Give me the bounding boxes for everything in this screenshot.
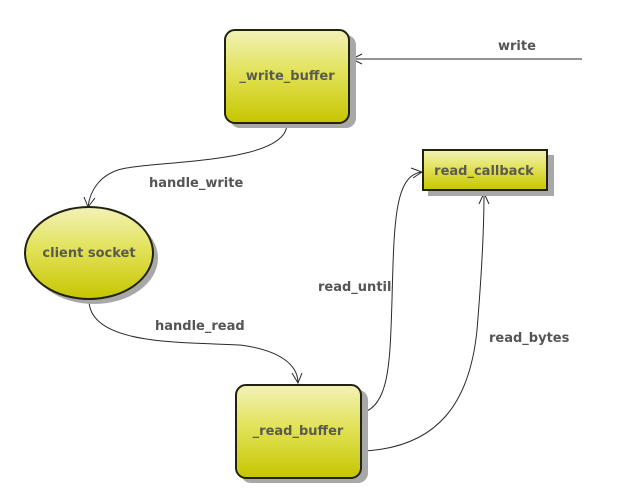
node-client-socket[interactable]: client socket	[24, 206, 158, 304]
edge-handle-write-line	[87, 123, 288, 208]
node-read-callback-label: read_callback	[434, 164, 534, 179]
edge-read-until[interactable]: read_until	[318, 167, 424, 414]
node-write-buffer-label: _write_buffer	[239, 69, 335, 84]
node-read-buffer-box	[235, 384, 362, 479]
node-read-buffer-label: _read_buffer	[253, 424, 344, 439]
edge-read-until-line	[361, 171, 423, 414]
node-client-socket-label: client socket	[42, 246, 135, 261]
node-read-buffer[interactable]: _read_buffer	[235, 384, 368, 483]
edge-label-read-until: read_until	[318, 280, 391, 295]
node-write-buffer[interactable]: _write_buffer	[224, 29, 356, 128]
node-read-callback[interactable]: read_callback	[422, 149, 554, 196]
edge-handle-read-arrowhead-icon	[291, 372, 303, 385]
edge-read-bytes[interactable]: read_bytes	[361, 191, 570, 452]
edge-handle-read-line	[88, 299, 299, 384]
node-write-buffer-box	[224, 29, 350, 124]
edge-label-handle-read: handle_read	[155, 319, 245, 334]
edge-handle-read[interactable]: handle_read	[88, 299, 303, 385]
node-client-socket-ellipse	[24, 206, 154, 300]
edge-read-bytes-line	[361, 192, 485, 452]
edge-label-write: write	[498, 39, 536, 54]
edge-label-read-bytes: read_bytes	[489, 331, 570, 346]
edge-label-handle-write: handle_write	[149, 176, 243, 191]
node-read-callback-box	[422, 149, 548, 191]
edge-write[interactable]: write	[350, 39, 582, 65]
edge-handle-write[interactable]: handle_write	[83, 123, 288, 208]
